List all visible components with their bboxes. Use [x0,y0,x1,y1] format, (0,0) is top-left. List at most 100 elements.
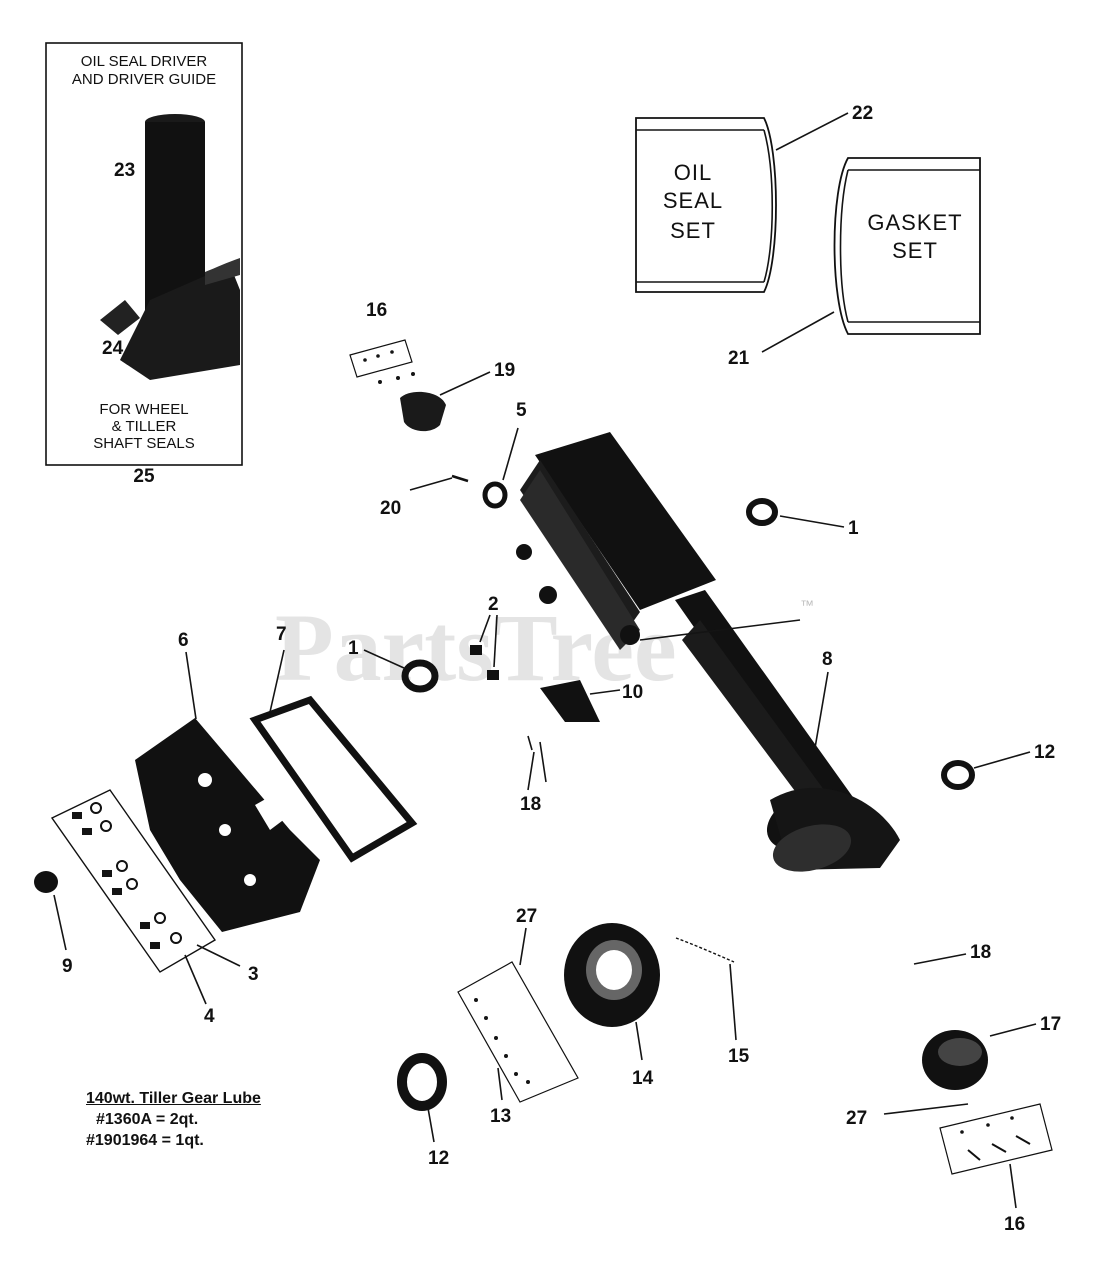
callout-4[interactable]: 4 [204,1006,215,1027]
part-1-seal-left[interactable] [401,659,439,693]
callout-3[interactable]: 3 [248,964,259,985]
lube-note-line2: #1901964 = 1qt. [86,1132,204,1149]
watermark-trademark: ™ [800,597,814,613]
callout-13[interactable]: 13 [490,1106,511,1127]
tool-box-caption-line1: FOR WHEEL [99,401,188,418]
leader-2b [493,614,498,668]
oil-seal-set-line3: SET [670,218,716,243]
callout-21[interactable]: 21 [728,348,750,369]
callout-14[interactable]: 14 [632,1068,654,1089]
callout-1-right[interactable]: 1 [848,518,859,539]
leader-17 [989,1023,1037,1037]
leader-7 [269,649,285,713]
callout-7[interactable]: 7 [276,624,287,645]
callout-16-bottom[interactable]: 16 [1004,1214,1025,1235]
part-6-cover[interactable] [135,718,320,932]
hardware-card-16-bottom[interactable] [939,1103,1053,1175]
part-18-center[interactable] [527,735,547,791]
part-12-seal-right[interactable] [941,760,975,790]
leader-15 [729,963,737,1041]
leader-6 [185,651,197,720]
leader-8 [814,671,829,749]
callout-15[interactable]: 15 [728,1046,750,1067]
leader-27-top [519,927,527,966]
leader-13 [497,1067,503,1101]
oil-seal-driver-box[interactable]: OIL SEAL DRIVER AND DRIVER GUIDE 23 24 F… [45,42,243,466]
callout-8[interactable]: 8 [822,649,833,670]
leader-10 [589,689,621,695]
part-7-gasket[interactable] [249,695,418,863]
leader-1-left [363,649,405,669]
leader-4 [184,954,207,1005]
driver-callout: 23 [114,160,135,181]
part-12-seal-bottom[interactable] [397,1053,447,1111]
oil-seal-set-line2: SEAL [663,188,723,213]
lube-note-title: 140wt. Tiller Gear Lube [86,1090,261,1107]
part-2-key-a[interactable] [470,645,482,655]
leader-3 [196,944,241,967]
part-5-seal[interactable] [482,481,508,509]
leader-12-right [973,751,1031,769]
lube-note: 140wt. Tiller Gear Lube #1360A = 2qt. #1… [86,1088,261,1151]
oil-seal-driver-graphic [100,114,240,380]
leader-27-bottom [883,1103,969,1115]
leader-2a [479,614,491,643]
hardware-card-16-top[interactable] [349,339,415,384]
part-2-key-b[interactable] [487,670,499,680]
callout-20[interactable]: 20 [380,498,401,519]
leader-12-bottom [427,1107,435,1143]
callout-19[interactable]: 19 [494,360,515,381]
gasket-set-line2: SET [892,238,938,263]
callout-10[interactable]: 10 [622,682,643,703]
callout-22[interactable]: 22 [852,103,873,124]
hardware-card-4-items [72,802,182,949]
callout-17[interactable]: 17 [1040,1014,1061,1035]
hardware-card-13-items [474,998,530,1084]
part-20[interactable] [451,474,469,483]
part-10[interactable] [540,680,600,722]
callout-27-bottom[interactable]: 27 [846,1108,867,1129]
lube-note-line1: #1360A = 2qt. [96,1111,199,1128]
leader-19 [439,371,491,396]
gasket-set-bag[interactable]: GASKET SET [833,157,981,335]
tool-box-caption-line3: SHAFT SEALS [93,435,194,452]
tool-box-title-line1: OIL SEAL DRIVER [81,53,208,70]
kit-callout[interactable]: 25 [133,466,155,487]
part-15[interactable] [675,937,735,963]
leader-16-bottom [1009,1163,1017,1209]
leader-9 [53,894,67,951]
tool-box-caption-line2: & TILLER [112,418,177,435]
gasket-set-line1: GASKET [867,210,962,235]
callout-6[interactable]: 6 [178,630,189,651]
part-19[interactable] [400,391,446,432]
callout-12-right[interactable]: 12 [1034,742,1055,763]
tiller-gear-housing[interactable] [516,432,900,880]
callout-2[interactable]: 2 [488,594,499,615]
callout-18-right[interactable]: 18 [970,942,991,963]
callout-9[interactable]: 9 [62,956,73,977]
callout-5[interactable]: 5 [516,400,527,421]
guide-callout: 24 [102,338,124,359]
part-9[interactable] [34,871,58,893]
callout-18-center[interactable]: 18 [520,794,541,815]
part-17[interactable] [922,1030,988,1090]
callout-27-top[interactable]: 27 [516,906,537,927]
leader-22 [775,112,849,151]
hardware-card-13[interactable] [457,961,579,1103]
oil-seal-set-bag[interactable]: OIL SEAL SET [635,117,777,293]
leader-20 [409,477,453,491]
hardware-card-16-items [960,1116,1031,1161]
leader-1-right [779,515,845,528]
callout-16-top[interactable]: 16 [366,300,387,321]
leader-14 [635,1021,643,1061]
part-14-bearing[interactable] [564,923,660,1027]
leader-18-right [913,953,967,965]
tool-box-title-line2: AND DRIVER GUIDE [72,71,216,88]
part-1-seal-right[interactable] [746,498,778,526]
callout-12-bottom[interactable]: 12 [428,1148,449,1169]
leader-21 [761,311,835,353]
callout-1-left[interactable]: 1 [348,638,359,659]
leader-5 [502,427,519,481]
hardware-card-4[interactable] [50,789,217,973]
